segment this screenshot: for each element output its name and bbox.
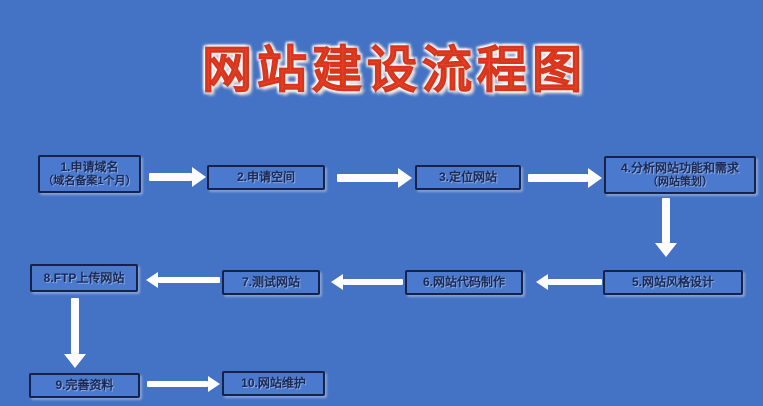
arrow-6-to-7-icon <box>331 273 403 291</box>
box-sublabel: （域名备案1个月） <box>42 174 137 187</box>
arrow-1-to-2-icon <box>149 167 206 187</box>
arrow-shaft <box>343 279 403 285</box>
arrow-shaft <box>158 277 220 283</box>
arrow-shaft <box>528 174 588 182</box>
arrow-head <box>208 376 220 392</box>
arrow-head <box>64 354 86 368</box>
flow-box-8-ftp-upload: 8.FTP上传网站 <box>30 264 138 292</box>
box-label: 8.FTP上传网站 <box>43 270 125 285</box>
flow-box-2-apply-space: 2.申请空间 <box>207 165 325 190</box>
arrow-2-to-3-icon <box>337 168 412 188</box>
box-label: 6.网站代码制作 <box>422 275 505 289</box>
arrow-shaft <box>337 174 398 182</box>
arrow-head <box>536 274 548 290</box>
box-sublabel: （网站策划） <box>647 175 713 188</box>
box-label: 9.完善资料 <box>55 378 114 392</box>
box-label: 2.申请空间 <box>236 170 295 184</box>
arrow-head <box>192 167 206 187</box>
arrow-shaft <box>662 198 670 243</box>
box-label: 5.网站风格设计 <box>631 275 714 289</box>
box-label: 10.网站维护 <box>241 376 306 390</box>
flow-box-1-apply-domain: 1.申请域名 （域名备案1个月） <box>38 155 141 193</box>
arrow-8-to-9-icon <box>64 298 86 368</box>
arrow-head <box>588 168 602 188</box>
flow-box-6-code-production: 6.网站代码制作 <box>405 270 523 295</box>
arrow-head <box>146 272 158 288</box>
arrow-5-to-6-icon <box>536 273 602 291</box>
flow-box-10-site-maintenance: 10.网站维护 <box>222 371 325 396</box>
flow-box-9-complete-materials: 9.完善资料 <box>29 373 140 398</box>
flow-box-4-analyze-requirements: 4.分析网站功能和需求 （网站策划） <box>604 156 756 194</box>
box-label: 3.定位网站 <box>438 170 497 184</box>
arrow-4-to-5-icon <box>655 198 677 257</box>
arrow-3-to-4-icon <box>528 168 602 188</box>
flow-box-7-test-site: 7.测试网站 <box>222 270 320 295</box>
arrow-head <box>398 168 412 188</box>
flow-box-5-style-design: 5.网站风格设计 <box>603 270 743 295</box>
arrow-7-to-8-icon <box>146 271 220 289</box>
arrow-9-to-10-icon <box>147 375 220 393</box>
arrow-shaft <box>71 298 79 354</box>
arrow-head <box>655 243 677 257</box>
page-title: 网站建设流程图 <box>202 42 587 99</box>
box-label: 1.申请域名 <box>60 159 119 174</box>
flow-box-3-position-site: 3.定位网站 <box>415 165 521 190</box>
arrow-shaft <box>548 279 602 285</box>
box-label: 7.测试网站 <box>241 275 300 289</box>
arrow-shaft <box>147 381 208 387</box>
box-label: 4.分析网站功能和需求 <box>620 160 739 175</box>
arrow-head <box>331 274 343 290</box>
arrow-shaft <box>149 173 192 181</box>
